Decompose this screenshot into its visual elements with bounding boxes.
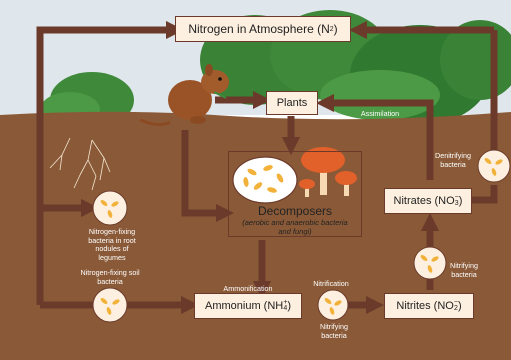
- atmosphere-title: Nitrogen in Atmosphere (N: [188, 22, 329, 36]
- decomposers-box: Decomposers (aerobic and anaerobic bacte…: [228, 151, 362, 237]
- nitrifying-bacteria-right-icon: [414, 247, 446, 279]
- ammonium-box: Ammonium (NH+4): [194, 293, 302, 319]
- soil-bacteria-label: Nitrogen-fixing soil bacteria: [78, 269, 142, 286]
- nitrates-close: ): [459, 195, 463, 207]
- atmosphere-close: ): [334, 22, 338, 36]
- assimilation-label: Assimilation: [350, 110, 410, 119]
- nitrites-box: Nitrites (NO−2): [384, 293, 474, 319]
- nitrification-label: Nitrification: [306, 280, 356, 289]
- ammonium-close: ): [287, 300, 291, 312]
- nitrifying-bacteria-bottom-icon: [318, 290, 348, 320]
- nitrates-box: Nitrates (NO−3): [384, 188, 472, 214]
- decomposers-desc: (aerobic and anaerobic bacteria and fung…: [235, 218, 355, 236]
- denitrifying-label: Denitrifying bacteria: [430, 152, 476, 169]
- root-nodules-label: Nitrogen-fixing bacteria in root nodules…: [82, 228, 142, 262]
- ammonification-label: Ammonification: [215, 285, 281, 294]
- nitrites-prefix: Nitrites (NO: [396, 300, 453, 312]
- decomposers-title: Decomposers: [229, 204, 361, 218]
- plants-label: Plants: [277, 97, 308, 109]
- nitrates-prefix: Nitrates (NO: [394, 195, 455, 207]
- ammonium-prefix: Ammonium (NH: [205, 300, 283, 312]
- nitrifying-right-label: Nitrifying bacteria: [444, 262, 484, 279]
- root-nodule-bacteria-icon: [93, 191, 127, 225]
- nitrites-close: ): [458, 300, 462, 312]
- plants-box: Plants: [266, 91, 318, 115]
- nitrifying-bottom-label: Nitrifying bacteria: [312, 323, 356, 340]
- denitrifying-bacteria-icon: [478, 150, 510, 182]
- soil-bacteria-icon: [93, 288, 127, 322]
